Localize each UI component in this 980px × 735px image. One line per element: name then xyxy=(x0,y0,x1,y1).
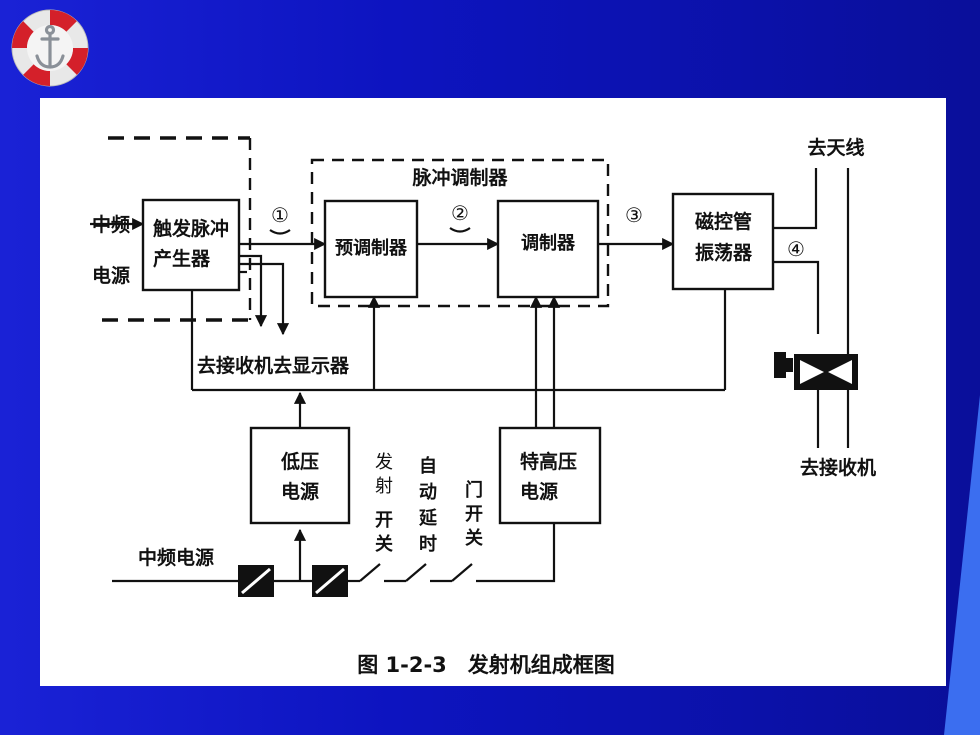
to-antenna-label: 去天线 xyxy=(807,136,864,159)
modulator-block xyxy=(496,199,600,299)
tx-switch-label: 发 射 开 关 xyxy=(375,452,393,555)
magnetron-label-2: 振荡器 xyxy=(695,241,753,264)
contactor-symbol-2 xyxy=(312,565,348,597)
door-switch-char-3: 关 xyxy=(465,527,483,549)
to-receiver-label: 去接收机 xyxy=(800,456,876,479)
door-switch-label: 门 开 关 xyxy=(465,479,483,549)
diagram-panel: 触发脉冲 产生器 预调制器 调制器 磁控管 振荡器 低压 电源 特高压 电源 中… xyxy=(40,98,946,686)
contactor-symbol-1 xyxy=(238,565,274,597)
marker-1: ① xyxy=(271,203,289,227)
power-bus xyxy=(190,289,727,428)
auto-delay-switch-label: 自 动 延 时 xyxy=(418,455,438,555)
pulse-waveform-1-icon xyxy=(269,229,291,235)
premodulator-block xyxy=(323,199,419,299)
low-voltage-label-2: 电源 xyxy=(281,480,319,503)
delay-switch-char-1: 自 xyxy=(419,455,437,477)
door-switch-char-1: 门 xyxy=(465,479,483,501)
low-voltage-label-1: 低压 xyxy=(280,450,319,473)
marker-3: ③ xyxy=(625,203,643,227)
low-voltage-supply-block xyxy=(249,426,351,525)
rotary-joint-icon xyxy=(774,352,858,390)
premodulator-label: 预调制器 xyxy=(335,238,408,259)
tx-switch-char-2: 射 xyxy=(375,476,393,497)
trigger-block-label-2: 产生器 xyxy=(153,247,211,270)
pulse-modulator-label: 脉冲调制器 xyxy=(411,166,508,189)
signal-lines xyxy=(90,168,850,448)
if-input-label-1: 中频 xyxy=(92,213,130,236)
marker-2: ② xyxy=(451,201,469,225)
high-voltage-supply-block xyxy=(498,426,602,525)
corner-accent xyxy=(944,395,980,735)
tx-switch-char-4: 关 xyxy=(375,533,393,555)
if-power-line xyxy=(112,523,556,583)
tx-switch-char-1: 发 xyxy=(375,452,393,473)
modulator-label: 调制器 xyxy=(521,233,576,254)
figure-caption: 图 1-2-3 发射机组成框图 xyxy=(357,653,615,677)
trigger-pulse-generator-block xyxy=(141,198,241,292)
high-voltage-label-2: 电源 xyxy=(520,480,558,503)
pulse-modulator-enclosure xyxy=(310,158,610,308)
if-input-label-2: 电源 xyxy=(92,264,130,287)
delay-switch-char-4: 时 xyxy=(419,534,437,555)
pulse-waveform-2-icon xyxy=(449,227,471,233)
anchor-lifebuoy-icon xyxy=(11,9,89,87)
to-receiver-display-label: 去接收机去显示器 xyxy=(197,354,350,377)
transmitter-block-diagram: 触发脉冲 产生器 预调制器 调制器 磁控管 振荡器 低压 电源 特高压 电源 中… xyxy=(90,136,876,677)
trigger-dashed-bracket xyxy=(102,136,252,322)
delay-switch-char-3: 延 xyxy=(418,508,438,529)
if-power-label: 中频电源 xyxy=(138,546,214,569)
door-switch-char-2: 开 xyxy=(465,504,483,525)
high-voltage-label-1: 特高压 xyxy=(520,450,577,473)
magnetron-label-1: 磁控管 xyxy=(695,210,752,233)
delay-switch-char-2: 动 xyxy=(419,482,437,503)
magnetron-oscillator-block xyxy=(671,192,775,291)
marker-4: ④ xyxy=(787,237,805,261)
trigger-block-label-1: 触发脉冲 xyxy=(153,217,229,240)
tx-switch-char-3: 开 xyxy=(375,510,393,531)
